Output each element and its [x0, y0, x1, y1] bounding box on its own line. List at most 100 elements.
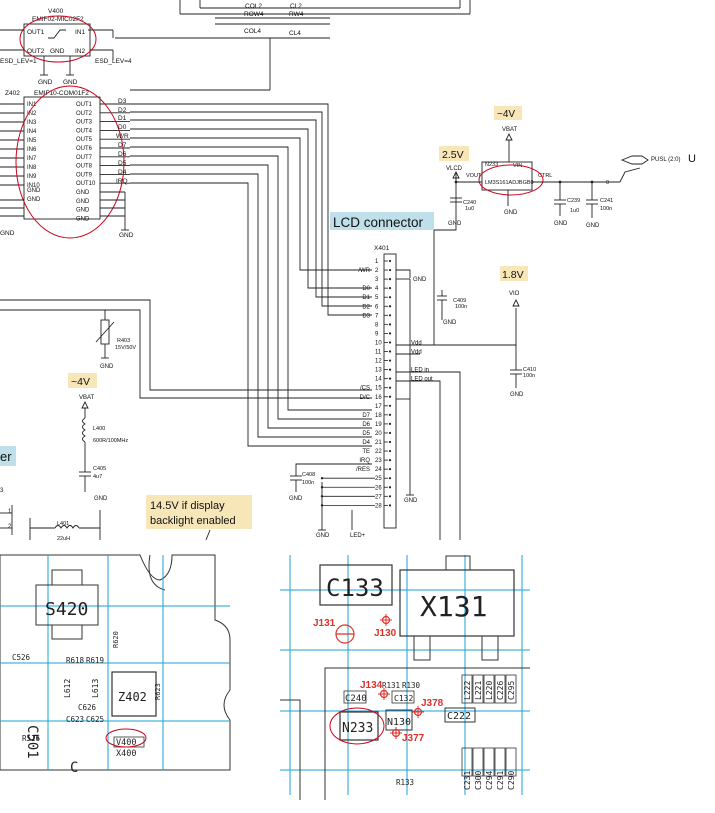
x401-pin-number: 4: [375, 286, 379, 292]
x401-net-left: D6: [362, 422, 370, 428]
pcb-label: R618: [66, 656, 85, 665]
pusl-suffix: U: [688, 153, 696, 165]
vlcd-supply: 2.5V VLCD: [396, 146, 469, 346]
net-label: D7: [118, 142, 127, 149]
pcb-label: L612: [63, 679, 72, 698]
testpoint-label: J377: [402, 733, 425, 744]
pcb-label: X131: [420, 590, 487, 623]
pcb-label: C231: [463, 771, 472, 790]
x401-pin-number: 2: [375, 268, 379, 274]
z402-left-pin: IN7: [27, 156, 37, 162]
v400-part: EMIF02-MIC02F2: [32, 16, 84, 23]
x401-net-left: /WR: [358, 268, 370, 274]
pin-label: IN1: [75, 29, 86, 36]
x401-net-left: D1: [362, 295, 370, 301]
x401-pin-number: 22: [375, 449, 382, 455]
x401-net-right: LED in: [411, 368, 429, 374]
z402-left-pin: IN9: [27, 174, 37, 180]
pusl-label: PUSL (2:0): [651, 157, 680, 163]
pcb-label: R131: [382, 681, 400, 690]
inductor-ref: L401: [57, 521, 69, 527]
z402-right-pin: GND: [76, 199, 90, 205]
x401-net-left: D7: [362, 413, 370, 419]
x401-pin-number: 20: [375, 431, 382, 437]
z402-left-pin: IN2: [27, 111, 37, 117]
backlight-note-bg: [146, 495, 252, 529]
x401-net-left: TE: [362, 449, 370, 455]
x401-pin-number: 5: [375, 295, 379, 301]
x401-pin-number: 15: [375, 386, 382, 392]
pin-num: 3: [0, 488, 4, 494]
vio-label: VIO: [509, 291, 520, 297]
testpoint-label: J130: [374, 628, 397, 639]
x401-pin-number: 7: [375, 313, 379, 319]
z402-right-pin: OUT2: [76, 111, 93, 117]
pcb-label: C290: [507, 771, 516, 790]
pcb-label: R130: [402, 681, 421, 690]
pin-label: VOUT: [466, 173, 482, 179]
pcb-label: C294: [485, 771, 494, 790]
cap-ref: C239: [567, 198, 580, 204]
net-label: CL4: [289, 30, 301, 37]
highlight-ellipse: [19, 15, 97, 63]
z402-left-pin: IN1: [27, 102, 37, 108]
cap-ref: C240: [463, 200, 476, 206]
net-label: ROW4: [244, 11, 264, 18]
voltage-badge: ~4V: [497, 109, 515, 120]
l400-inductor: [79, 400, 91, 492]
z402-left-pin: IN6: [27, 147, 37, 153]
x401-ref: X401: [374, 245, 390, 252]
resistor-ref: R403: [117, 338, 130, 344]
cap-val: 100n: [600, 206, 612, 212]
net-label: D6: [118, 151, 127, 158]
x401-pin-number: 16: [375, 395, 382, 401]
pcb-label: C291: [496, 771, 505, 790]
net-label: W/R: [116, 133, 129, 140]
pin-label: VIN: [513, 163, 522, 169]
x401-pin-number: 21: [375, 440, 382, 446]
gnd-label: GND: [443, 320, 457, 326]
cap-val: 1u0: [570, 208, 579, 214]
z402-left-pin: GND: [27, 188, 41, 194]
gnd-label: GND: [504, 210, 518, 216]
z402-component: Z402 EMIF10-COM01F2 IN1IN2IN3IN4IN5IN6IN…: [0, 85, 130, 239]
pcb-label: V400: [116, 738, 136, 748]
pcb-right: C133 X131 C240 C132 R131 R130 N233 N130 …: [280, 555, 530, 800]
z402-right-pin: GND: [76, 216, 90, 222]
pcb-label: L221: [474, 681, 483, 700]
cap-val: 4u7: [93, 474, 102, 480]
pin-label: GND: [50, 48, 65, 55]
x401-net-left: /CS: [360, 386, 370, 392]
pcb-label: R619: [86, 656, 104, 665]
z402-right-pin: OUT1: [76, 102, 93, 108]
inductor-val: 600R/100MHz: [93, 438, 128, 444]
net-label: CL2: [290, 3, 302, 10]
x401-pin-number: 6: [375, 304, 379, 310]
x401-pins: 1234567891011121314151617181920212223242…: [375, 259, 392, 509]
backlight-note-line2: backlight enabled: [150, 515, 236, 527]
n233-ref: N233: [485, 162, 498, 168]
esd-label: ESD_LEV=1: [0, 58, 37, 65]
x401-net-right: Vdd: [411, 350, 422, 356]
pcb-label: L613: [91, 679, 100, 698]
pin-label: OUT2: [27, 48, 45, 55]
l401-fragment: [0, 505, 101, 540]
gnd-label: GND: [448, 221, 462, 227]
pcb-label: C295: [507, 681, 516, 700]
x401-body: [383, 253, 397, 529]
cap-ref: C241: [600, 198, 613, 204]
pcb-label: X400: [116, 749, 136, 759]
net-label: D2: [118, 107, 127, 114]
x401-pin-number: 26: [375, 485, 382, 491]
pcb-label: R516: [22, 734, 41, 743]
z402-left-pin: IN8: [27, 165, 37, 171]
vlcd-label: VLCD: [446, 166, 463, 172]
gnd-label: GND: [404, 498, 418, 504]
z402-right-pin: OUT4: [76, 128, 93, 134]
vio-badge-bg: [500, 266, 528, 281]
gnd-label: GND: [100, 364, 114, 370]
pcb-label: S420: [45, 599, 88, 620]
x401-net-left: D3: [362, 313, 370, 319]
pcb-label: C626: [78, 703, 97, 712]
pcb-label: L222: [463, 681, 472, 700]
